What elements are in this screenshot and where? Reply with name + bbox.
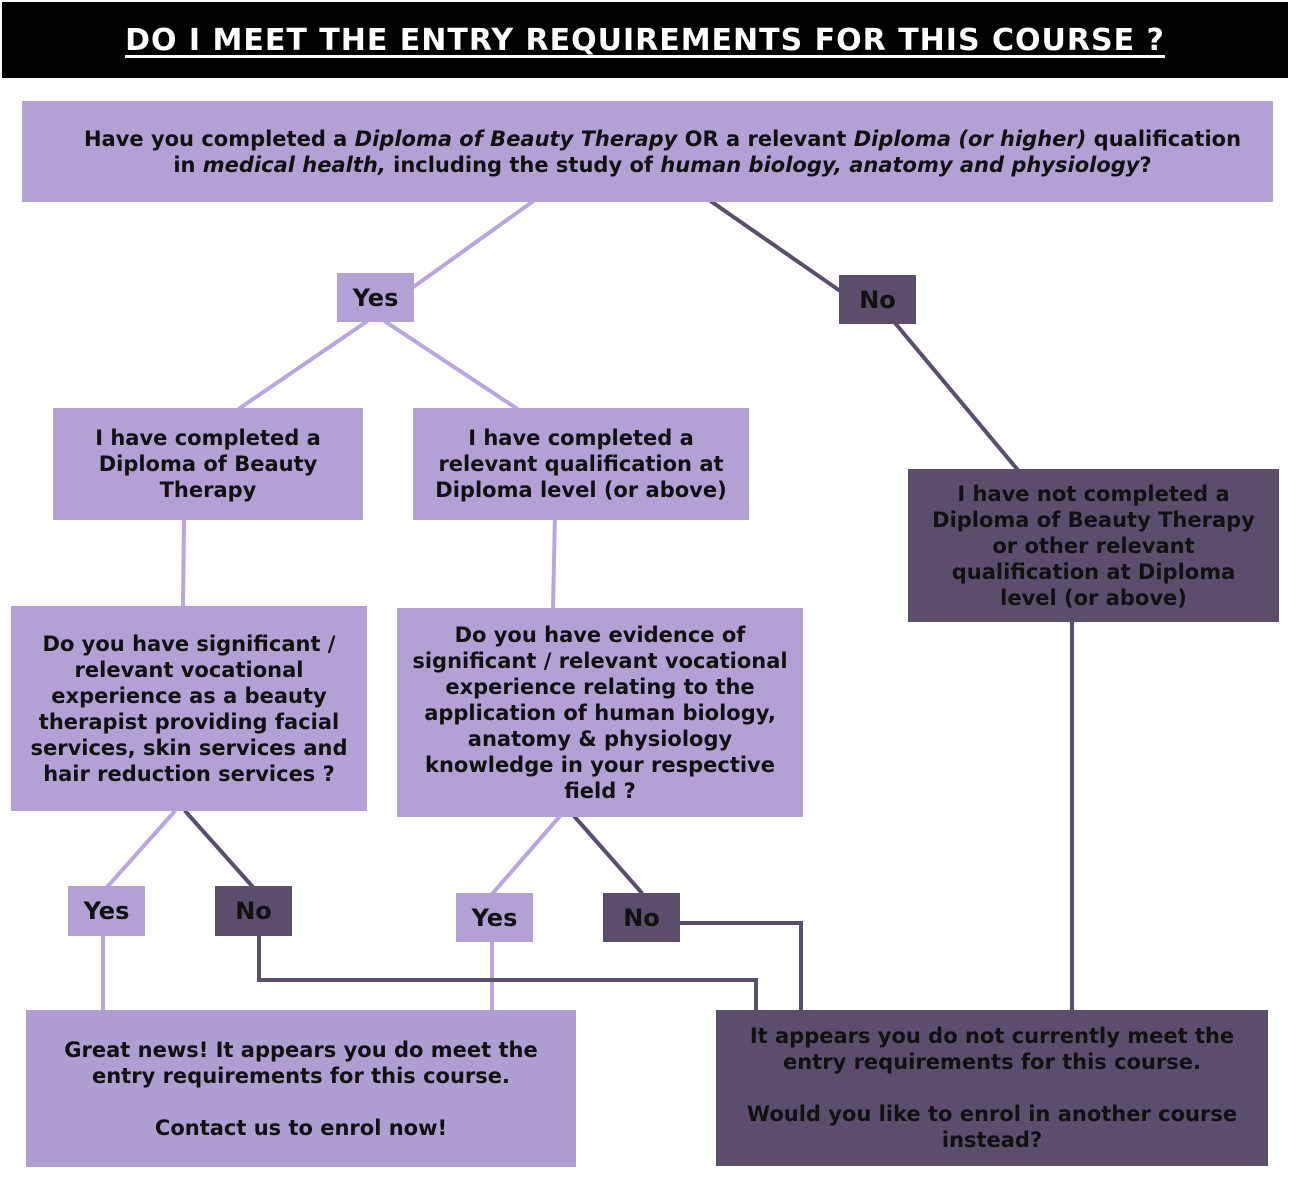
- connector-middle-no-outcome: [680, 921, 803, 1010]
- connector-yes-middle: [383, 319, 519, 411]
- outcome-not-meet-message: It appears you do not currently meet the…: [749, 1024, 1235, 1074]
- yes-label-main: Yes: [337, 273, 414, 322]
- connector-left-question-no: [183, 809, 255, 889]
- connector-middle-question-yes: [489, 813, 563, 897]
- connector-left-question-yes: [105, 809, 177, 889]
- completed-relevant-diploma-box: I have completed a relevant qualificatio…: [413, 408, 749, 520]
- entry-question-line-1: Have you completed a Diploma of Beauty T…: [83, 126, 1242, 151]
- vocational-experience-question-box: Do you have evidence of significant / re…: [397, 608, 803, 817]
- page-title: DO I MEET THE ENTRY REQUIREMENTS FOR THI…: [125, 22, 1165, 58]
- outcome-meet-requirements-box: Great news! It appears you do meet the e…: [26, 1010, 576, 1167]
- yes-label-middle: Yes: [456, 893, 533, 942]
- enrol-another-course-text: Would you like to enrol in another cours…: [746, 1102, 1238, 1152]
- connector-left-completed-question: [180, 517, 187, 609]
- outcome-meet-message: Great news! It appears you do meet the e…: [64, 1037, 538, 1088]
- outcome-not-meet-requirements-box: It appears you do not currently meet the…: [716, 1010, 1268, 1166]
- no-label-middle: No: [603, 893, 680, 942]
- connector-middle-question-no: [571, 813, 644, 895]
- connector-left-no-outcome: [257, 936, 758, 1010]
- entry-question-line-2: in medical health, including the study o…: [173, 152, 1152, 177]
- connector-question-yes: [409, 199, 535, 291]
- yes-label-left: Yes: [68, 886, 145, 936]
- connector-no-right: [892, 320, 1020, 472]
- connector-middle-completed-question: [550, 511, 558, 611]
- beauty-experience-question-box: Do you have significant / relevant vocat…: [11, 606, 367, 811]
- connector-yes-left: [237, 319, 369, 411]
- contact-us-enrol-text: Contact us to enrol now!: [154, 1115, 448, 1140]
- no-label-main: No: [839, 275, 916, 324]
- no-label-left: No: [215, 886, 292, 936]
- not-completed-diploma-box: I have not completed a Diploma of Beauty…: [908, 469, 1279, 622]
- completed-beauty-diploma-box: I have completed a Diploma of Beauty The…: [53, 408, 363, 520]
- connector-question-no: [709, 199, 846, 296]
- title-banner: DO I MEET THE ENTRY REQUIREMENTS FOR THI…: [2, 2, 1288, 78]
- entry-question-box: Have you completed a Diploma of Beauty T…: [22, 101, 1273, 202]
